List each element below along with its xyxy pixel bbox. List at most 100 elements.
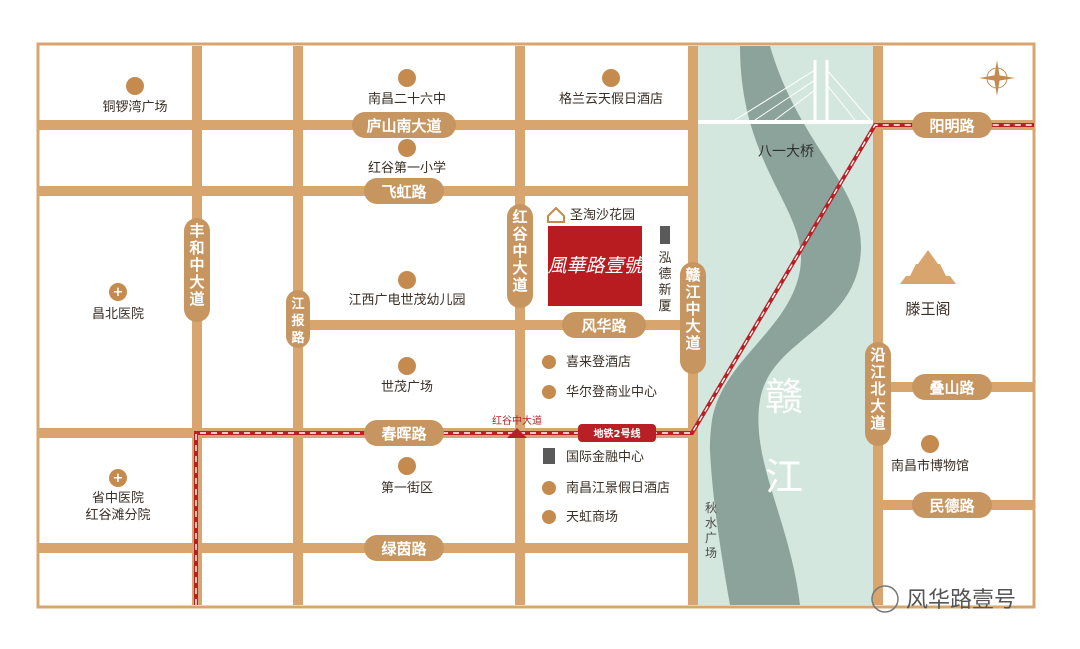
metro-line-text: 地铁2号线 [594,427,641,440]
poi-shengtao: 圣淘沙花园 [547,206,635,223]
road-label-text: 叠山路 [929,379,975,397]
road-label-fenghe-middle: 丰和中大道 [184,218,210,322]
road-label-lvyin: 绿茵路 [364,535,444,561]
poi-label: 天虹商场 [566,510,618,525]
poi-label: 滕王阁 [905,300,950,318]
school-icon [398,69,416,87]
metro-station: 红谷中大道 [492,414,542,438]
poi-tongluowan: 铜锣湾广场 [102,77,168,115]
poi-label: 红谷滩分院 [85,507,150,523]
compass-icon [979,60,1015,96]
road-label-yangming: 阳明路 [912,112,992,138]
river-label-2: 江 [765,455,803,499]
road-fenghua [300,320,698,330]
shopping-icon [542,385,556,399]
hotel-icon [542,481,556,495]
building-icon [543,448,555,464]
project-name: 風華路壹號 [547,255,645,277]
poi-label: 华尔登商业中心 [566,385,657,400]
poi-shimao-plaza: 世茂广场 [381,357,433,395]
metro-station-text: 红谷中大道 [492,414,542,427]
road-label-chunhui: 春晖路 [364,420,444,446]
road-label-fenghua: 风华路 [562,312,646,338]
road-label-text: 风华路 [581,317,627,335]
hospital-cross: + [113,471,124,486]
poi-tengwang: 滕王阁 [900,250,956,318]
road-label-feihong: 飞虹路 [364,178,444,204]
road-label-text: 沿江北大道 [870,346,885,432]
poi-gelanyun: 格兰云天假日酒店 [559,69,663,107]
poi-label: 南昌二十六中 [368,91,446,107]
home-icon [547,206,565,223]
hotel-icon [542,355,556,369]
road-label-jiangbao: 江报路 [286,290,310,348]
school-icon [398,271,416,289]
watermark: 风华路壹号 [871,585,1016,613]
park-label: 秋水广场 [705,501,717,560]
poi-provincial-tcm: + 省中医院 红谷滩分院 [85,469,151,523]
road-label-ganjiang-middle: 赣江中大道 [680,262,706,374]
poi-label: 泓德新厦 [658,251,671,314]
river-ganjiang [709,46,861,605]
road-label-text: 绿茵路 [381,540,427,558]
road-label-text: 红谷中大道 [512,208,528,294]
pavilion-icon [900,250,956,284]
road-label-minde: 民德路 [912,492,992,518]
road-label-text: 飞虹路 [381,183,427,201]
poi-label: 国际金融中心 [566,449,644,465]
poi-ifc: 国际金融中心 [543,448,644,465]
metro-line-label: 地铁2号线 [578,424,656,442]
bayi-bridge [697,60,873,124]
poi-kindergarten: 江西广电世茂幼儿园 [348,271,466,308]
poi-label: 第一街区 [381,481,433,496]
riverbank-west [697,46,791,605]
hospital-cross: + [113,285,124,300]
road-label-text: 江报路 [291,296,305,346]
poi-hongde: 泓德新厦 [658,226,672,314]
road-label-honggu-middle: 红谷中大道 [507,204,533,308]
river-label-1: 赣 [765,375,803,419]
road-label-text: 民德路 [929,497,975,515]
poi-label: 圣淘沙花园 [570,207,635,223]
watermark-text: 风华路壹号 [906,588,1016,613]
poi-label: 江西广电世茂幼儿园 [348,293,465,308]
poi-xilaideng: 喜来登酒店 [542,355,631,370]
poi-label: 格兰云天假日酒店 [559,91,663,107]
poi-label: 铜锣湾广场 [102,99,167,115]
poi-label: 昌北医院 [92,307,144,322]
road-label-lushan-south: 庐山南大道 [352,112,456,138]
bridge-label: 八一大桥 [758,144,814,160]
hotel-icon [602,69,620,87]
poi-label: 省中医院 [92,491,144,506]
road-label-text: 庐山南大道 [366,117,441,135]
metro-station-icon [507,428,527,438]
museum-icon [921,435,939,453]
poi-museum: 南昌市博物馆 [891,435,969,474]
poi-label: 南昌江景假日酒店 [566,480,670,496]
road-label-dieshan: 叠山路 [912,374,992,400]
poi-label: 喜来登酒店 [566,355,631,370]
road-label-yanjiang-north: 沿江北大道 [865,342,891,446]
project-block: 風華路壹號 [547,226,645,306]
hospital-icon [109,283,127,301]
road-label-text: 赣江中大道 [685,266,701,352]
poi-changbei: + 昌北医院 [92,283,144,322]
poi-huaerdeng: 华尔登商业中心 [542,385,657,400]
road-label-text: 阳明路 [929,117,975,135]
school-icon [398,139,416,157]
poi-honggu-primary: 红谷第一小学 [368,139,446,176]
road-honggu-middle [515,46,525,605]
road-label-text: 丰和中大道 [189,222,204,308]
poi-jingjia: 南昌江景假日酒店 [542,480,670,496]
shopping-icon [398,357,416,375]
wechat-icon [871,585,899,613]
shopping-icon [126,77,144,95]
road-label-text: 春晖路 [381,425,427,443]
poi-label: 红谷第一小学 [368,160,446,176]
shopping-icon [542,510,556,524]
poi-nanchang26: 南昌二十六中 [368,69,446,107]
shopping-icon [398,457,416,475]
poi-tianhong: 天虹商场 [542,510,618,525]
road-yanjiang-north [873,46,883,605]
